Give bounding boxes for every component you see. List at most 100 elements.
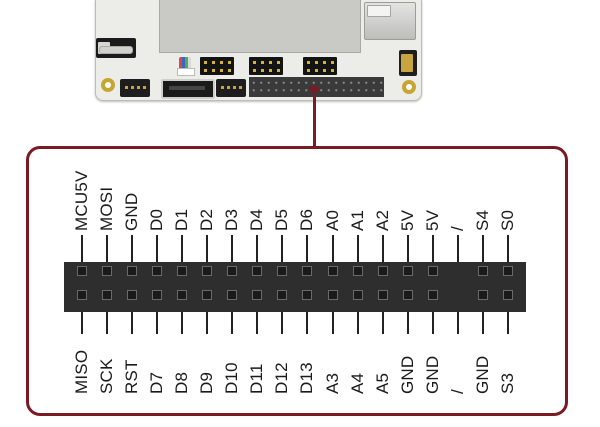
- pin-label-top: MCU5V: [72, 170, 91, 231]
- board-pin: [261, 61, 264, 64]
- pin-label-bottom: GND: [472, 355, 492, 394]
- pin-bottom: [227, 290, 238, 300]
- pin-tick-bottom: [406, 312, 409, 334]
- pin-tick-top: [306, 235, 309, 262]
- pin-bottom: [152, 290, 163, 300]
- pin-tick-bottom: [306, 312, 309, 334]
- pin-label-bottom: D7: [147, 371, 167, 394]
- small-connector-left: [120, 79, 150, 97]
- board-pin: [228, 69, 231, 72]
- board-pin: [269, 61, 272, 64]
- ribbon-connector: [177, 68, 195, 76]
- pin-tick-bottom: [231, 312, 234, 334]
- pin-tick-top: [131, 235, 134, 262]
- board-illustration: [95, 0, 422, 101]
- pin-label-bottom: MISO: [72, 349, 91, 394]
- pin-label-top: S4: [472, 209, 492, 231]
- pin-tick-top: [431, 235, 434, 262]
- board-pin: [204, 61, 207, 64]
- callout-connector-line: [313, 88, 316, 149]
- pin-bottom: [202, 290, 213, 300]
- pin-top: [327, 266, 338, 276]
- callout-anchor: [309, 86, 319, 92]
- pin-top: [277, 266, 288, 276]
- board-pin-header: [200, 57, 234, 75]
- pin-tick-bottom: [106, 312, 109, 334]
- pin-label-top: D0: [147, 208, 167, 231]
- pin-header: [64, 262, 526, 312]
- board-pin: [331, 61, 334, 64]
- pin-bottom: [327, 290, 338, 300]
- pin-top: [477, 266, 488, 276]
- pin-label-bottom: /: [447, 389, 467, 394]
- pin-top: [77, 266, 87, 276]
- board-pin: [307, 61, 310, 64]
- pin-bottom: [427, 290, 438, 300]
- pin-tick-top: [206, 235, 209, 262]
- pin-tick-top: [381, 235, 384, 262]
- small-connector-mid: [216, 79, 246, 97]
- pin-tick-top: [506, 235, 509, 262]
- pin-bottom: [77, 290, 87, 300]
- board-pin: [269, 69, 272, 72]
- pin-label-top: A1: [347, 209, 367, 231]
- pin-tick-bottom: [331, 312, 334, 334]
- pin-bottom: [302, 290, 313, 300]
- pin-label-bottom: D12: [272, 362, 292, 394]
- pin-bottom: [402, 290, 413, 300]
- board-pin-header: [249, 57, 283, 75]
- pin-label-bottom: S3: [497, 372, 517, 394]
- board-pin: [277, 69, 280, 72]
- pin-label-top: D6: [297, 208, 317, 231]
- audio-jack: [399, 50, 417, 76]
- board-pin: [307, 69, 310, 72]
- pin-tick-top: [456, 235, 459, 262]
- pin-top: [502, 266, 513, 276]
- pin-label-top: A0: [322, 209, 342, 231]
- board-pin: [220, 69, 223, 72]
- pin-bottom: [377, 290, 388, 300]
- pin-label-top: D2: [197, 208, 217, 231]
- pin-label-top: D3: [222, 208, 242, 231]
- pin-top: [302, 266, 313, 276]
- board-pin-header: [303, 57, 337, 75]
- pin-tick-bottom: [181, 312, 184, 334]
- pin-top: [152, 266, 163, 276]
- pin-label-bottom: D13: [297, 362, 317, 394]
- pin-tick-bottom: [256, 312, 259, 334]
- pin-label-top: D1: [172, 208, 192, 231]
- board-pin: [228, 61, 231, 64]
- pin-label-bottom: GND: [422, 355, 442, 394]
- pin-label-top: GND: [122, 192, 142, 231]
- pin-label-top: A2: [372, 209, 392, 231]
- pin-bottom: [127, 290, 138, 300]
- pin-label-bottom: D9: [197, 371, 217, 394]
- board-pin: [212, 69, 215, 72]
- board-pin: [331, 69, 334, 72]
- pin-top: [102, 266, 113, 276]
- usb-port: [364, 2, 416, 40]
- pin-top: [127, 266, 138, 276]
- pin-tick-top: [256, 235, 259, 262]
- board-pin: [315, 69, 318, 72]
- board-pin: [212, 61, 215, 64]
- pin-tick-top: [181, 235, 184, 262]
- pin-tick-bottom: [381, 312, 384, 334]
- pin-tick-bottom: [81, 312, 83, 334]
- pin-tick-bottom: [356, 312, 359, 334]
- board-pin: [323, 61, 326, 64]
- board-pin: [253, 69, 256, 72]
- pin-tick-top: [331, 235, 334, 262]
- pin-tick-top: [81, 235, 83, 262]
- pin-label-bottom: A3: [322, 372, 342, 394]
- pin-tick-top: [281, 235, 284, 262]
- pin-top: [227, 266, 238, 276]
- board-pin: [261, 69, 264, 72]
- pin-label-top: 5V: [422, 209, 442, 231]
- pin-label-bottom: D11: [247, 363, 267, 394]
- pin-top: [352, 266, 363, 276]
- ffc-connector: [161, 79, 215, 99]
- pin-tick-top: [231, 235, 234, 262]
- pin-top: [402, 266, 413, 276]
- pin-tick-bottom: [431, 312, 434, 334]
